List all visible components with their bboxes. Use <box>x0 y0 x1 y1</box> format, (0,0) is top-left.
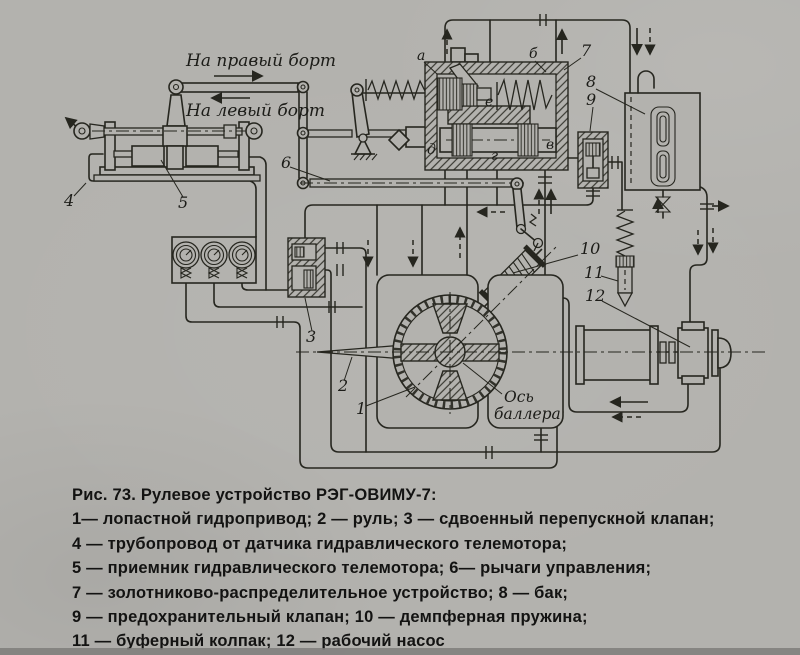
part-label-2: 2 <box>337 376 348 395</box>
caption-line: 7 — золотниково-распределительное устрой… <box>72 583 569 602</box>
figure-caption: Рис. 73. Рулевое устройство РЭГ-ОВИМУ-7:… <box>72 483 752 654</box>
steering-gear-diagram: На правый борт На левый борт Ось баллера… <box>63 14 768 469</box>
pressure-gauge-panel <box>171 236 257 284</box>
bypass-valve <box>287 237 326 298</box>
part-label-12: 12 <box>585 286 605 305</box>
part-label-9: 9 <box>586 90 596 109</box>
part-label-1: 1 <box>356 399 366 418</box>
port-label-g: г <box>491 148 498 164</box>
part-label-8: 8 <box>586 72 596 91</box>
pressure-gauge <box>200 241 228 269</box>
port-label-d: д <box>427 142 436 158</box>
caption-line: 5 — приемник гидравлического телемотора;… <box>72 559 652 578</box>
pressure-gauge <box>228 241 256 269</box>
diagram-annotations: На правый борт На левый борт Ось баллера… <box>63 41 691 423</box>
caption-title: Рис. 73. Рулевое устройство РЭГ-ОВИМУ-7: <box>72 486 437 504</box>
tank-vent-hook <box>637 70 655 94</box>
scan-edge-shadow <box>0 648 800 655</box>
port-label-b: б <box>529 46 538 62</box>
center-lines <box>92 130 768 414</box>
caption-line: 4 — трубопровод от датчика гидравлическо… <box>72 534 568 553</box>
caption-line: 9 — предохранительный клапан; 10 — демпф… <box>72 608 588 627</box>
sight-glass <box>650 106 676 187</box>
spool-distributor <box>424 47 569 171</box>
part-label-6: 6 <box>281 153 291 172</box>
oil-tank <box>624 70 701 219</box>
part-label-11: 11 <box>584 263 604 282</box>
tank-drain-valve <box>654 189 672 219</box>
caption-line: 1— лопастной гидропривод; 2 — руль; 3 — … <box>72 510 715 529</box>
part-label-4: 4 <box>63 191 74 210</box>
part-label-10: 10 <box>580 239 600 258</box>
pipe-flange-ticks <box>276 14 714 459</box>
to-starboard-label: На правый борт <box>185 51 336 71</box>
port-label-v: в <box>546 137 554 153</box>
part-label-3: 3 <box>306 327 316 346</box>
port-label-e: е <box>485 94 493 110</box>
caption-line: 11 — буферный колпак; 12 — рабочий насос <box>72 632 445 651</box>
part-label-5: 5 <box>178 193 188 212</box>
flow-direction-arrows <box>64 28 730 423</box>
pressure-gauge <box>172 241 200 269</box>
hydraulic-piping <box>88 19 732 469</box>
working-pump <box>575 321 732 385</box>
electric-motor <box>579 329 655 381</box>
safety-valve <box>577 131 609 189</box>
rudder-axis-label: баллера <box>494 405 561 423</box>
pump-body <box>677 327 709 379</box>
buffer-cap <box>615 209 635 308</box>
part-label-7: 7 <box>581 41 592 60</box>
port-label-a: а <box>417 48 425 64</box>
to-port-label: На левый борт <box>185 101 325 121</box>
rudder-axis-label: Ось <box>504 388 534 406</box>
